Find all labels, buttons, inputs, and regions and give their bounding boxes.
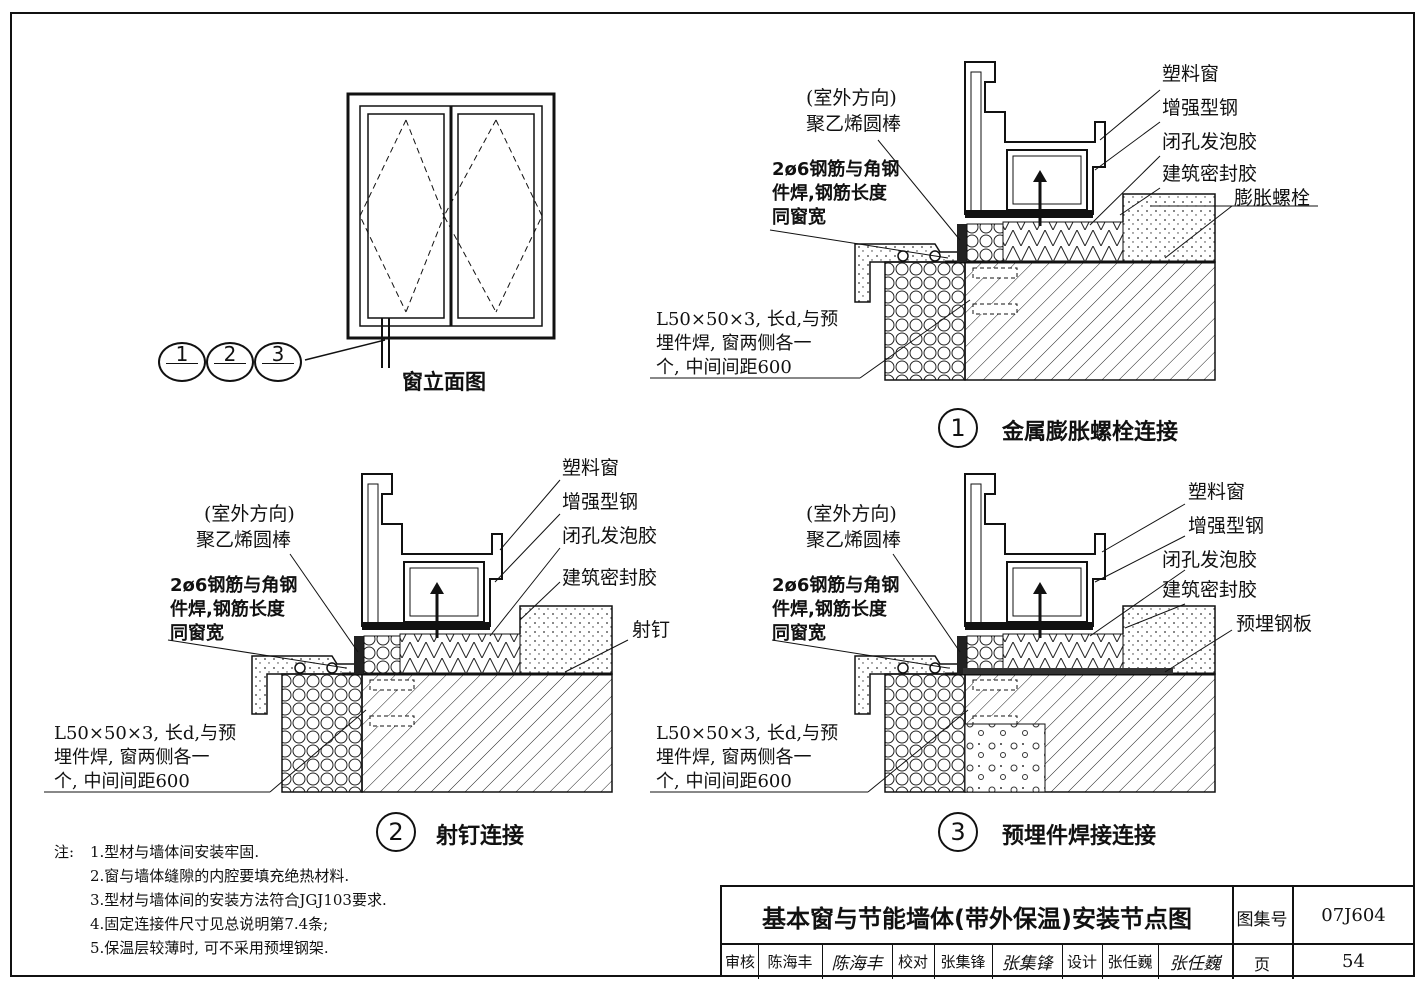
elevation-marker-3: 3	[254, 342, 302, 382]
detail-1-drawing	[853, 60, 1217, 382]
detail-3-angle-label: L50×50×3, 长d,与预 埋件焊, 窗两侧各一 个, 中间间距600	[656, 723, 839, 792]
notes-heading: 注:	[54, 843, 75, 861]
checker-signature: 张集锋	[1001, 954, 1053, 974]
detail-2-angle-label: L50×50×3, 长d,与预 埋件焊, 窗两侧各一 个, 中间间距600	[54, 723, 237, 792]
detail-2-label-foam: 闭孔发泡胶	[562, 525, 658, 547]
detail-3-label-foam: 闭孔发泡胶	[1162, 549, 1258, 571]
detail-1-leaders	[769, 89, 1233, 379]
reviewer-signature: 陈海丰	[831, 954, 883, 974]
atlas-number: 07J604	[1321, 905, 1386, 926]
drawing-title: 基本窗与节能墙体(带外保温)安装节点图	[762, 905, 1192, 933]
detail-2-label-window: 塑料窗	[562, 457, 620, 479]
designer-signature: 张任巍	[1169, 954, 1221, 974]
marker-number: 1	[175, 342, 189, 366]
note-item: 1.型材与墙体间安装牢固.	[90, 843, 260, 861]
detail-1-caption: 金属膨胀螺栓连接	[1002, 420, 1179, 445]
detail-2-leaders	[44, 479, 629, 793]
reviewer-name: 陈海丰	[767, 953, 813, 971]
check-label: 校对	[897, 953, 928, 971]
detail-1-outdoor-label: (室外方向)	[806, 87, 897, 109]
detail-3-drawing	[853, 472, 1217, 794]
page-number: 54	[1342, 951, 1365, 972]
detail-1-pe-rod-label: 聚乙烯圆棒	[806, 113, 902, 135]
checker-name: 张集锋	[940, 953, 986, 971]
note-item: 3.型材与墙体间的安装方法符合JGJ103要求.	[90, 891, 387, 909]
elevation-marker-2: 2	[206, 342, 254, 382]
marker-number: 2	[223, 342, 237, 366]
detail-2-label-steel: 增强型钢	[562, 491, 639, 513]
detail-3-label-window: 塑料窗	[1188, 481, 1246, 503]
detail-2-number: 2	[376, 812, 416, 852]
design-label: 设计	[1066, 953, 1097, 971]
detail-3-pe-rod-label: 聚乙烯圆棒	[806, 529, 902, 551]
note-item: 4.固定连接件尺寸见总说明第7.4条;	[90, 915, 329, 933]
detail-3-rebar-label: 2ø6钢筋与角钢 件焊,钢筋长度 同窗宽	[772, 575, 900, 644]
note-item: 5.保温层较薄时, 可不采用预埋钢架.	[90, 939, 329, 957]
detail-2-label-nail: 射钉	[632, 619, 671, 641]
note-item: 2.窗与墙体缝隙的内腔要填充绝热材料.	[90, 867, 350, 885]
detail-2-pe-rod-label: 聚乙烯圆棒	[196, 529, 292, 551]
title-block: 基本窗与节能墙体(带外保温)安装节点图 图集号 07J604 页 54 审核 陈…	[720, 885, 1415, 979]
detail-3-label-sealant: 建筑密封胶	[1162, 579, 1258, 601]
detail-1-rebar-label: 2ø6钢筋与角钢 件焊,钢筋长度 同窗宽	[772, 159, 900, 228]
detail-1-label-foam: 闭孔发泡胶	[1162, 131, 1258, 153]
designer-name: 张任巍	[1107, 953, 1153, 971]
detail-3-number: 3	[938, 812, 978, 852]
detail-1-number: 1	[938, 408, 978, 448]
detail-2-rebar-label: 2ø6钢筋与角钢 件焊,钢筋长度 同窗宽	[170, 575, 298, 644]
detail-2-outdoor-label: (室外方向)	[204, 503, 295, 525]
marker-number: 3	[271, 342, 285, 366]
detail-2-drawing	[250, 472, 614, 794]
window-elevation	[304, 92, 556, 368]
drawing-frame	[10, 12, 1415, 977]
elevation-marker-1: 1	[158, 342, 206, 382]
page-label: 页	[1253, 955, 1270, 974]
detail-1-label-window: 塑料窗	[1162, 63, 1220, 85]
detail-1-label-sealant: 建筑密封胶	[1162, 163, 1258, 185]
detail-3-label-plate: 预埋钢板	[1236, 613, 1313, 635]
detail-1-label-anchor: 膨胀螺栓	[1234, 187, 1311, 209]
detail-1-label-steel: 增强型钢	[1162, 97, 1239, 119]
detail-2-label-sealant: 建筑密封胶	[562, 567, 658, 589]
detail-3-outdoor-label: (室外方向)	[806, 503, 897, 525]
atlas-label: 图集号	[1236, 910, 1288, 930]
detail-3-leaders	[650, 503, 1233, 793]
detail-3-label-steel: 增强型钢	[1188, 515, 1265, 537]
detail-3-caption: 预埋件焊接连接	[1002, 824, 1157, 849]
detail-1-angle-label: L50×50×3, 长d,与预 埋件焊, 窗两侧各一 个, 中间间距600	[656, 309, 839, 378]
detail-2-caption: 射钉连接	[436, 824, 525, 849]
elevation-title: 窗立面图	[402, 370, 486, 394]
review-label: 审核	[724, 953, 755, 971]
